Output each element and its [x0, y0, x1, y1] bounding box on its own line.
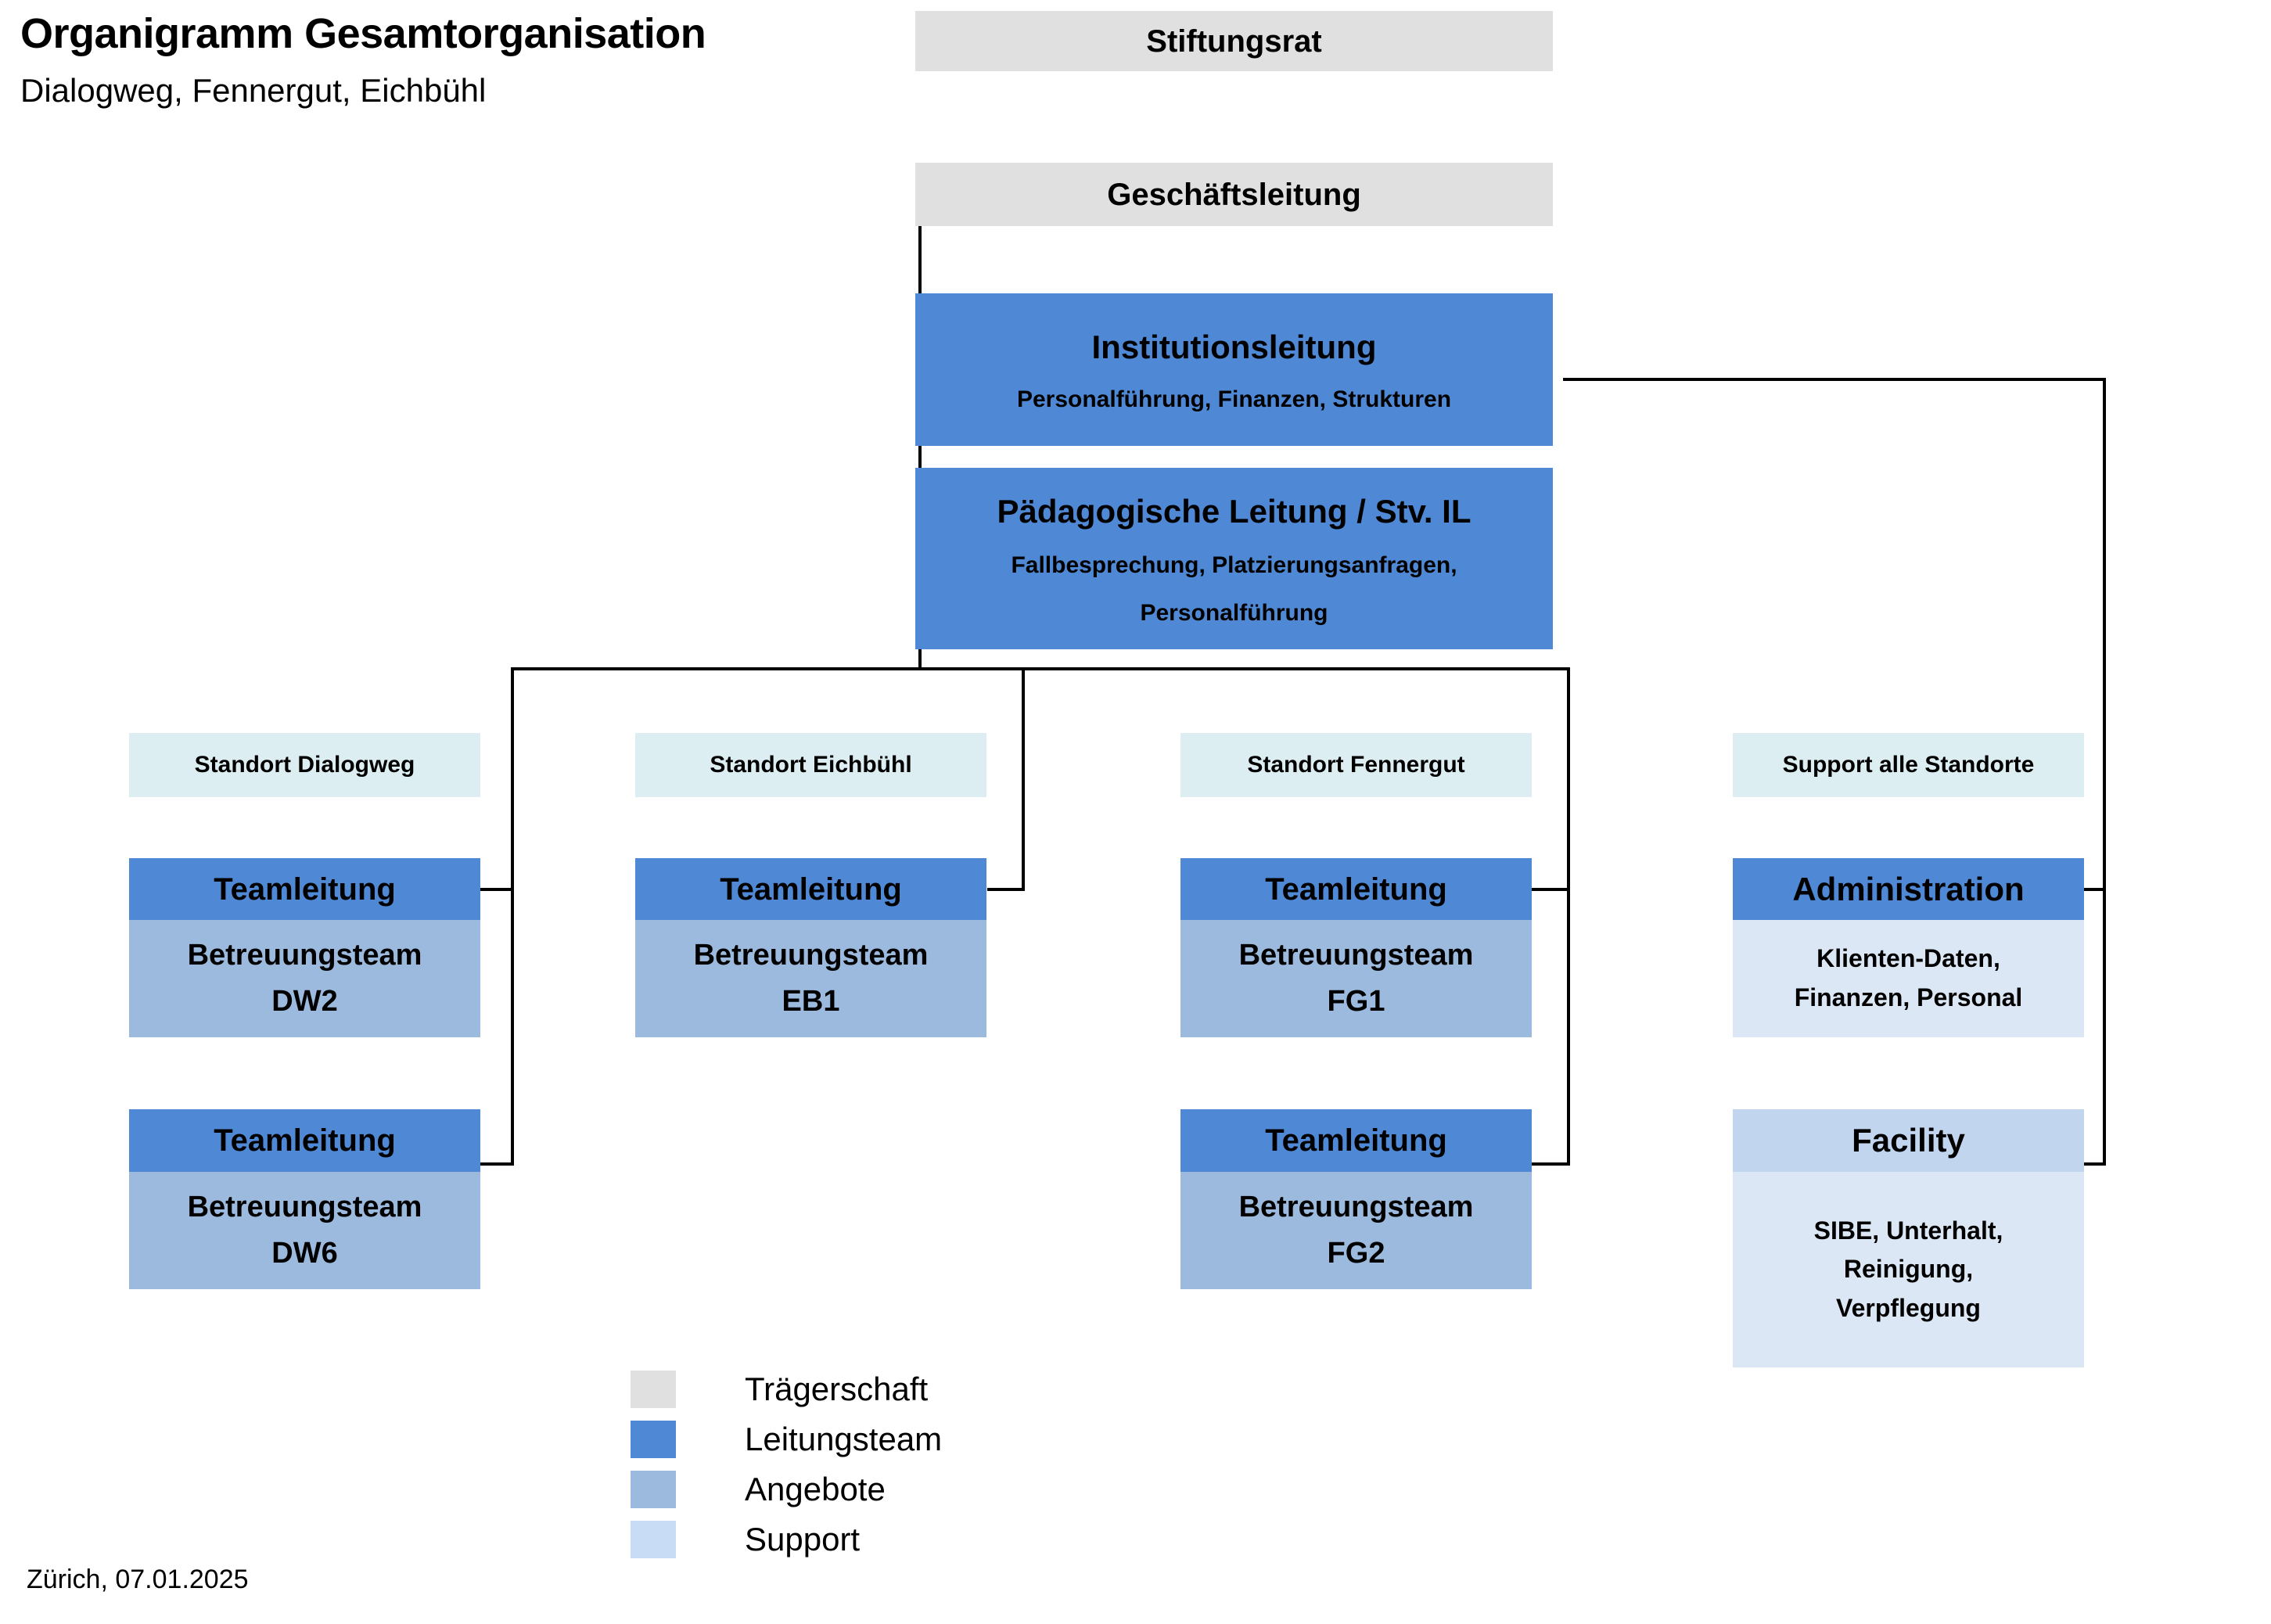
node-facility[interactable]: Facility [1733, 1109, 2084, 1172]
column-header-dialogweg[interactable]: Standort Dialogweg [129, 733, 480, 797]
connector-pl-drop [918, 648, 922, 670]
node-geschaeftsleitung[interactable]: Geschäftsleitung [915, 163, 1553, 226]
page-subtitle: Dialogweg, Fennergut, Eichbühl [20, 72, 487, 109]
column-header-support[interactable]: Support alle Standorte [1733, 733, 2084, 797]
column-header-eichbuehl-label: Standort Eichbühl [710, 751, 912, 778]
connector-standort-bus [511, 667, 1570, 670]
legend-swatch-traegerschaft [631, 1371, 676, 1408]
column-header-eichbuehl[interactable]: Standort Eichbühl [635, 733, 986, 797]
node-dialogweg-teamleitung-2[interactable]: Teamleitung [129, 1109, 480, 1172]
node-fennergut-teamleitung-1-label: Teamleitung [1265, 871, 1447, 907]
footer-place-date: Zürich, 07.01.2025 [27, 1565, 249, 1594]
connector-fennergut-unit-2 [1532, 1162, 1570, 1166]
column-header-fennergut[interactable]: Standort Fennergut [1180, 733, 1532, 797]
node-administration-detail-line-1: Klienten-Daten, [1816, 944, 2000, 973]
node-fennergut-team-1[interactable]: Betreuungsteam FG1 [1180, 920, 1532, 1037]
connector-eichbuehl-spine [1022, 667, 1025, 888]
legend-item-leitungsteam[interactable]: Leitungsteam [631, 1414, 942, 1464]
connector-dialogweg-unit-1 [480, 888, 514, 891]
connector-fennergut-unit-1 [1532, 888, 1570, 891]
page-title: Organigramm Gesamtorganisation [20, 10, 706, 57]
node-fennergut-teamleitung-2-label: Teamleitung [1265, 1123, 1447, 1158]
node-paedagogische-leitung[interactable]: Pädagogische Leitung / Stv. IL Fallbespr… [915, 468, 1553, 649]
legend-label-angebote: Angebote [745, 1471, 886, 1507]
node-administration[interactable]: Administration [1733, 858, 2084, 920]
node-paedagogische-leitung-title: Pädagogische Leitung / Stv. IL [997, 492, 1471, 530]
connector-il-to-support [1563, 378, 2106, 381]
legend-swatch-support [631, 1521, 676, 1558]
legend-item-traegerschaft[interactable]: Trägerschaft [631, 1364, 942, 1414]
node-fennergut-team-2-line-1: Betreuungsteam [1238, 1191, 1474, 1224]
node-administration-label: Administration [1792, 870, 2025, 907]
node-paedagogische-leitung-subtitle-line-2: Personalführung [1140, 599, 1328, 626]
node-institutionsleitung[interactable]: Institutionsleitung Personalführung, Fin… [915, 293, 1553, 446]
node-fennergut-team-2[interactable]: Betreuungsteam FG2 [1180, 1172, 1532, 1289]
node-dialogweg-teamleitung-2-label: Teamleitung [214, 1123, 396, 1158]
connector-fennergut-spine [1567, 667, 1570, 1166]
node-dialogweg-teamleitung-1[interactable]: Teamleitung [129, 858, 480, 920]
node-geschaeftsleitung-title: Geschäftsleitung [1107, 177, 1361, 212]
connector-eichbuehl-unit-1 [987, 888, 1025, 891]
column-header-support-label: Support alle Standorte [1782, 751, 2035, 778]
legend-label-traegerschaft: Trägerschaft [745, 1371, 929, 1407]
node-eichbuehl-team-1-line-2: EB1 [782, 985, 840, 1018]
node-dialogweg-team-2-line-2: DW6 [271, 1237, 338, 1270]
legend-label-support: Support [745, 1521, 861, 1558]
column-header-fennergut-label: Standort Fennergut [1247, 751, 1465, 778]
node-facility-detail-line-2: Reinigung, [1843, 1255, 1974, 1284]
connector-support-facility [2065, 1162, 2106, 1166]
node-facility-detail-line-1: SIBE, Unterhalt, [1813, 1216, 2003, 1245]
legend-item-angebote[interactable]: Angebote [631, 1464, 942, 1514]
node-eichbuehl-teamleitung-1[interactable]: Teamleitung [635, 858, 986, 920]
connector-dialogweg-unit-2 [480, 1162, 514, 1166]
node-institutionsleitung-subtitle: Personalführung, Finanzen, Strukturen [1016, 386, 1452, 412]
node-facility-detail[interactable]: SIBE, Unterhalt, Reinigung, Verpflegung [1733, 1172, 2084, 1367]
node-fennergut-team-2-line-2: FG2 [1327, 1237, 1385, 1270]
column-header-dialogweg-label: Standort Dialogweg [194, 751, 415, 778]
node-dialogweg-team-1-line-1: Betreuungsteam [187, 939, 422, 972]
connector-support-spine [2103, 378, 2106, 1164]
node-eichbuehl-teamleitung-1-label: Teamleitung [720, 871, 902, 907]
legend-label-leitungsteam: Leitungsteam [745, 1421, 943, 1457]
node-paedagogische-leitung-subtitle-line-1: Fallbesprechung, Platzierungsanfragen, [1011, 552, 1457, 579]
node-dialogweg-team-2-line-1: Betreuungsteam [187, 1191, 422, 1224]
node-stiftungsrat[interactable]: Stiftungsrat [915, 11, 1553, 71]
node-fennergut-teamleitung-2[interactable]: Teamleitung [1180, 1109, 1532, 1172]
node-fennergut-teamleitung-1[interactable]: Teamleitung [1180, 858, 1532, 920]
legend-item-support[interactable]: Support [631, 1514, 942, 1565]
legend-swatch-angebote [631, 1471, 676, 1508]
connector-dialogweg-spine [511, 667, 514, 1166]
node-facility-detail-line-3: Verpflegung [1836, 1293, 1981, 1322]
node-eichbuehl-team-1-line-1: Betreuungsteam [693, 939, 929, 972]
legend-swatch-leitungsteam [631, 1421, 676, 1458]
legend: Trägerschaft Leitungsteam Angebote Suppo… [631, 1364, 942, 1565]
node-administration-detail-line-2: Finanzen, Personal [1794, 983, 2023, 1011]
node-fennergut-team-1-line-2: FG1 [1327, 985, 1385, 1018]
node-stiftungsrat-title: Stiftungsrat [1146, 23, 1322, 59]
node-fennergut-team-1-line-1: Betreuungsteam [1238, 939, 1474, 972]
node-eichbuehl-team-1[interactable]: Betreuungsteam EB1 [635, 920, 986, 1037]
node-facility-label: Facility [1852, 1122, 1965, 1159]
node-institutionsleitung-title: Institutionsleitung [1091, 328, 1377, 365]
node-administration-detail[interactable]: Klienten-Daten, Finanzen, Personal [1733, 920, 2084, 1037]
connector-support-administration [2065, 888, 2106, 891]
node-dialogweg-teamleitung-1-label: Teamleitung [214, 871, 396, 907]
node-dialogweg-team-1[interactable]: Betreuungsteam DW2 [129, 920, 480, 1037]
node-dialogweg-team-2[interactable]: Betreuungsteam DW6 [129, 1172, 480, 1289]
node-dialogweg-team-1-line-2: DW2 [271, 985, 338, 1018]
